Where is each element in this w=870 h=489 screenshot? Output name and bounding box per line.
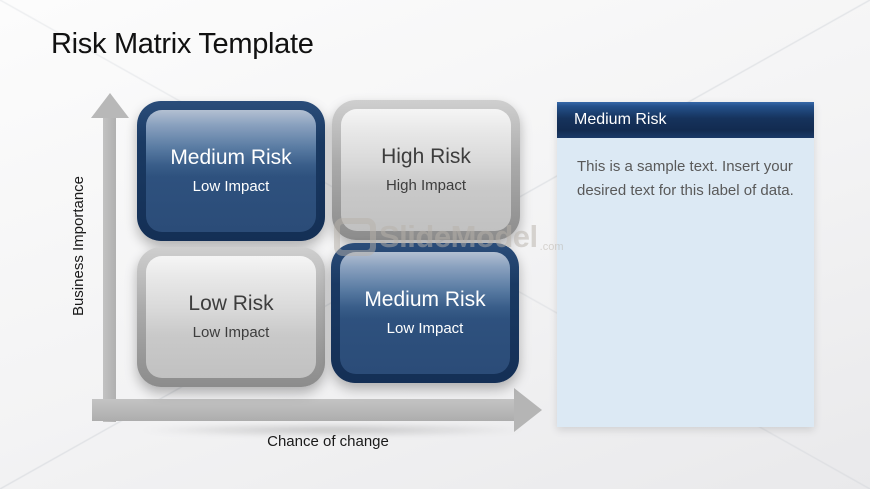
cell-risk-label: High Risk: [381, 145, 471, 168]
matrix-cell-top-left: Medium Risk Low Impact: [137, 101, 325, 241]
matrix-cell-bottom-right: Medium Risk Low Impact: [331, 243, 519, 383]
cell-impact-label: Low Impact: [192, 178, 270, 195]
cell-risk-label: Low Risk: [188, 292, 274, 315]
slide-title: Risk Matrix Template: [51, 28, 314, 60]
x-axis-label: Chance of change: [267, 433, 389, 450]
legend-panel: Medium Risk This is a sample text. Inser…: [557, 102, 814, 427]
x-axis-arrow-shadow: [135, 424, 530, 436]
y-axis-arrow: [103, 116, 116, 422]
cell-risk-label: Medium Risk: [364, 288, 486, 311]
cell-impact-label: Low Impact: [192, 324, 270, 341]
y-axis-arrowhead-icon: [91, 93, 129, 118]
x-axis-arrow: [92, 399, 515, 421]
matrix-cell-surface: Medium Risk Low Impact: [146, 110, 316, 232]
cell-impact-label: High Impact: [385, 177, 467, 194]
matrix-cell-surface: Low Risk Low Impact: [146, 256, 316, 378]
matrix-cell-surface: High Risk High Impact: [341, 109, 511, 231]
cell-impact-label: Low Impact: [386, 320, 464, 337]
y-axis-label: Business Importance: [70, 175, 87, 317]
matrix-cell-top-right: High Risk High Impact: [332, 100, 520, 240]
legend-panel-header: Medium Risk: [557, 102, 814, 138]
x-axis-arrowhead-icon: [514, 388, 542, 432]
matrix-cell-surface: Medium Risk Low Impact: [340, 252, 510, 374]
legend-panel-body: This is a sample text. Insert your desir…: [557, 138, 814, 427]
matrix-cell-bottom-left: Low Risk Low Impact: [137, 247, 325, 387]
cell-risk-label: Medium Risk: [170, 146, 292, 169]
